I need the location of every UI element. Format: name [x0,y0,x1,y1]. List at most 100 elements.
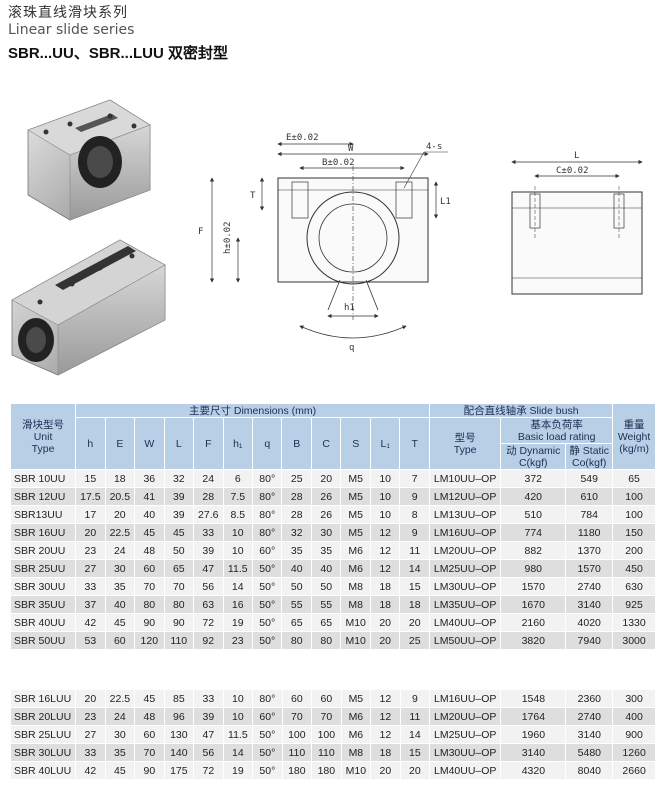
table-cell: 39 [163,487,195,506]
table-cell: M6 [340,541,371,560]
table-cell: 7940 [565,631,614,650]
table-cell: LM25UU–OP [429,725,502,744]
table-cell: 25 [399,631,431,650]
header-L1: L₁ [369,417,401,470]
table-cell: 450 [612,559,656,578]
table-cell: 1370 [565,541,614,560]
table-cell: 16 [222,595,254,614]
table-cell: 5480 [565,743,614,762]
header-h1: h₁ [222,417,254,470]
table-cell: 925 [612,595,656,614]
table-cell: 70 [134,743,165,762]
table-cell: 80° [251,505,283,524]
table-cell: 11 [399,541,431,560]
table-cell: 40 [104,595,136,614]
table-cell: 20 [399,761,431,780]
table-cell: 1548 [500,689,567,708]
table-cell: 50° [251,613,283,632]
table-cell: 90 [134,761,165,780]
label-T: T [250,191,256,201]
table-cell: 35 [310,541,342,560]
table-cell: 50° [252,761,283,780]
table-cell: 510 [500,505,567,524]
table-cell: 70 [311,707,342,726]
table-cell: 610 [565,487,614,506]
table-cell: 20 [75,689,106,708]
table-cell: 20 [369,631,401,650]
table-cell: 50° [251,595,283,614]
table-cell: 20 [310,469,342,488]
table-cell: LM10UU–OP [429,469,502,488]
table-cell: 27 [75,725,106,744]
table-cell: 3140 [565,725,614,744]
table-cell: 30 [310,523,342,542]
cell-unit-type: SBR 16UU [9,523,77,542]
header-W: W [134,417,165,470]
table-cell: 1764 [500,707,567,726]
table-cell: M5 [340,523,371,542]
table-cell: 10 [369,469,401,488]
table-cell: 372 [500,469,567,488]
table-cell: 80 [163,595,195,614]
table-cell: LM25UU–OP [429,559,502,578]
table-cell: 110 [163,631,195,650]
table-cell: 42 [75,613,106,632]
table-cell: 60 [104,631,136,650]
table-cell: 36 [134,469,165,488]
table-cell: 3000 [612,631,656,650]
header-load-rating: 基本负荷率 Basic load rating [500,417,614,444]
label-L: L [574,151,579,161]
table-cell: 50 [163,541,195,560]
table-cell: 4320 [500,761,567,780]
table-cell: 32 [281,523,312,542]
table-cell: 2660 [612,761,656,780]
table-cell: 27 [75,559,106,578]
table-cell: 20 [75,523,106,542]
table-cell: 60 [281,689,313,708]
table-cell: LM12UU–OP [429,487,502,506]
table-cell: 200 [612,541,656,560]
table-cell: 8.5 [222,505,254,524]
table-cell: 18 [370,743,401,762]
table-cell: LM30UU–OP [429,743,502,762]
table-cell: 56 [193,577,224,596]
table-cell: 90 [163,613,195,632]
table-cell: 2740 [565,707,614,726]
table-cell: 8 [399,505,431,524]
table-cell: 30 [104,725,136,744]
table-cell: M8 [340,577,371,596]
product-photo-long [11,239,166,376]
table-cell: 80 [134,595,165,614]
side-view-labels: L C±0.02 [556,151,589,176]
label-C: C±0.02 [556,166,589,176]
table-cell: 60 [134,559,165,578]
table-cell: 60° [251,541,283,560]
table-cell: 80° [252,689,283,708]
table-cell: 630 [612,577,656,596]
table-cell: 10 [369,487,401,506]
header-S: S [340,417,371,470]
table-cell: 33 [75,743,106,762]
table-cell: 28 [281,505,312,524]
table-cell: 12 [369,523,401,542]
table-cell: 420 [500,487,567,506]
cell-unit-type: SBR 12UU [9,487,77,506]
table-cell: 65 [163,559,195,578]
header-q: q [251,417,283,470]
table-cell: 9 [399,523,431,542]
table-cell: 20 [104,505,136,524]
table-cell: 8040 [565,761,614,780]
cell-unit-type: SBR 50UU [9,631,77,650]
table-cell: 24 [193,469,224,488]
table-cell: M6 [340,707,372,726]
table-cell: 17 [75,505,106,524]
table-cell: 1570 [500,577,567,596]
table-cell: 14 [399,725,431,744]
